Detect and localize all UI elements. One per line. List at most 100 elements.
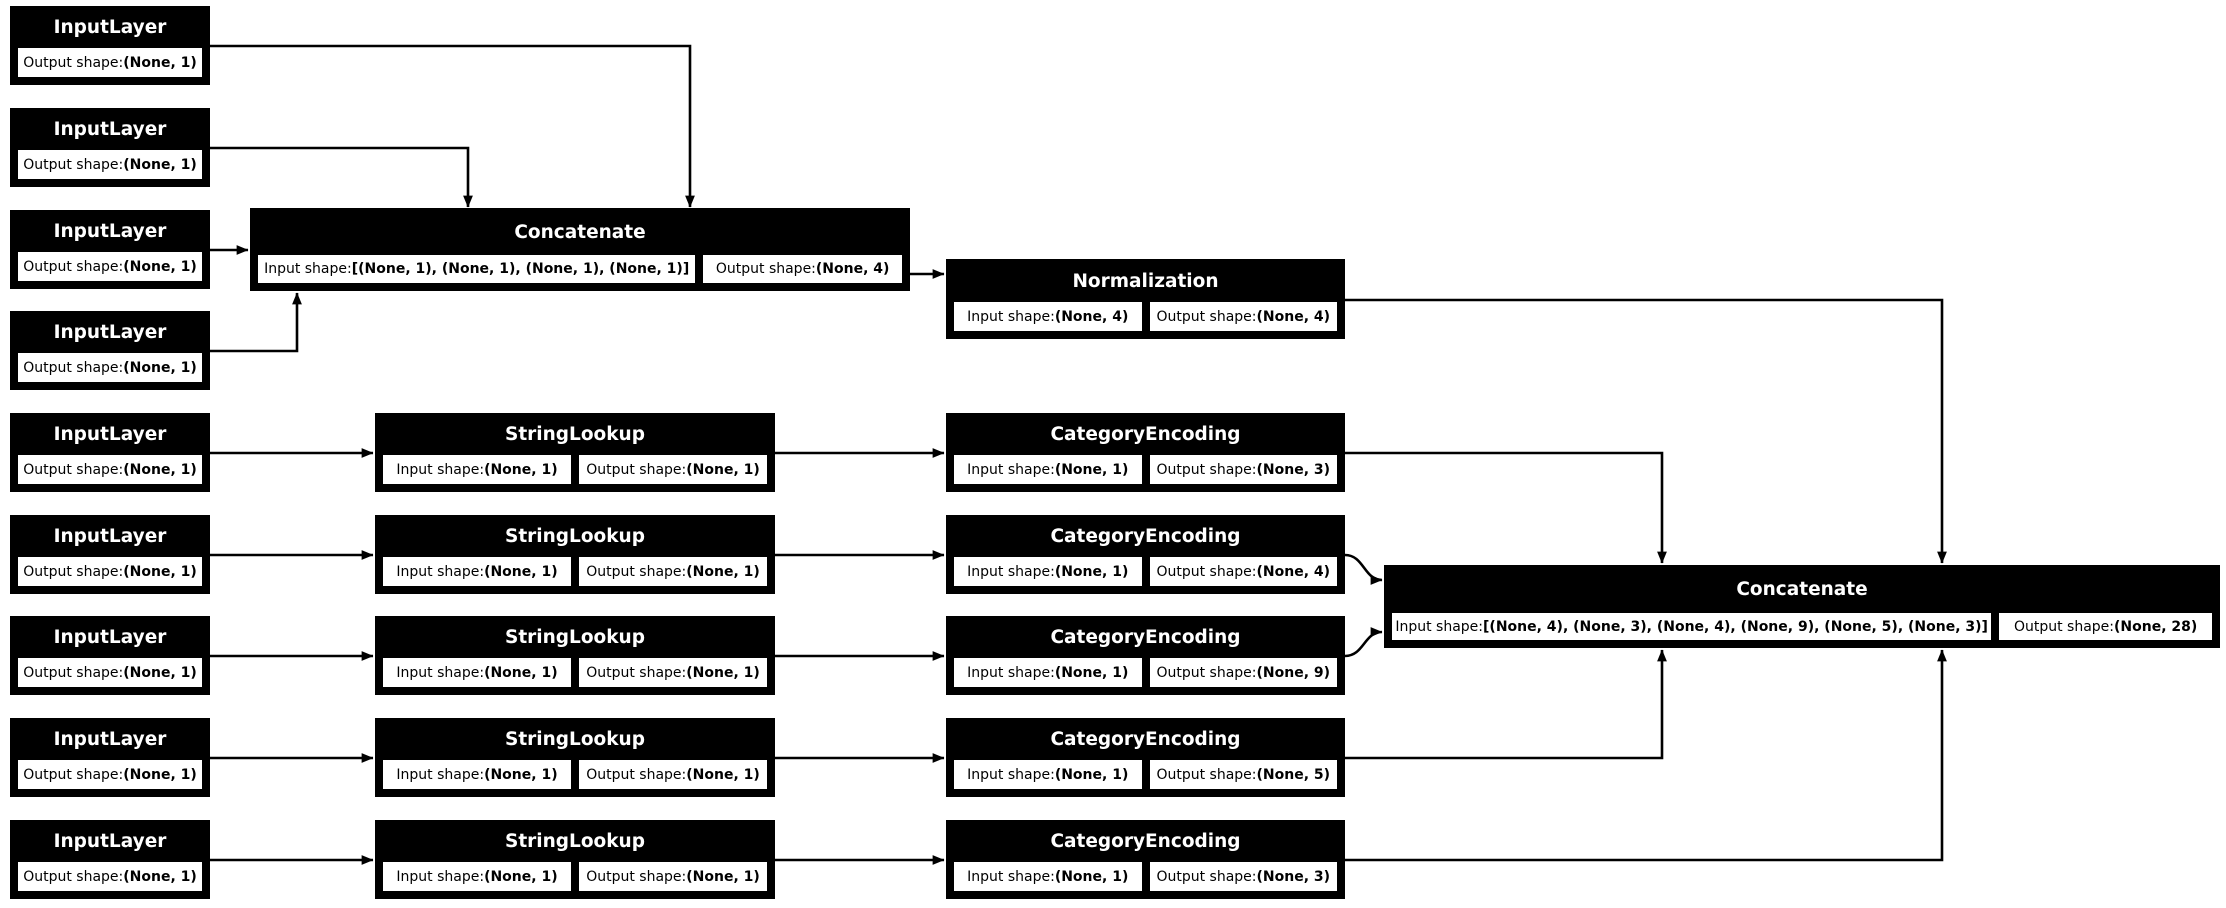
input-shape-label: Input shape: (264, 261, 352, 277)
input-shape-cell: Input shape: (None, 1) (381, 656, 573, 689)
layer-title: CategoryEncoding (949, 619, 1342, 656)
output-shape-cell: Output shape: (None, 1) (16, 351, 204, 384)
output-shape-label: Output shape: (1156, 766, 1257, 783)
output-shape-cell: Output shape: (None, 9) (1147, 656, 1339, 689)
layer-title: InputLayer (13, 9, 207, 46)
output-shape-value: (None, 28) (2114, 618, 2198, 635)
output-shape-label: Output shape: (23, 156, 124, 173)
edge-norm-to-concat2 (1345, 298, 1947, 564)
output-shape-cell: Output shape: (None, 1) (577, 758, 769, 791)
shape-row: Input shape: (None, 1) Output shape: (Non… (949, 860, 1342, 896)
output-shape-cell: Output shape: (None, 1) (16, 453, 204, 486)
shape-row: Input shape: (None, 1)Output shape: (Non… (378, 453, 772, 489)
input-shape-cell: Input shape: (None, 1) (952, 656, 1144, 689)
output-shape-cell: Output shape: (None, 28) (1997, 611, 2214, 642)
shape-row: Output shape: (None, 1) (13, 555, 207, 591)
output-shape-cell: Output shape: (None, 1) (16, 758, 204, 791)
shape-row: Output shape: (None, 1) (13, 351, 207, 387)
input-shape-label: Input shape: (967, 308, 1055, 325)
shape-row: Input shape: (None, 1)Output shape: (Non… (378, 758, 772, 794)
output-shape-label: Output shape: (23, 868, 124, 885)
layer-title: CategoryEncoding (949, 823, 1342, 860)
input-shape-label: Input shape: (396, 664, 485, 681)
shape-row: Input shape: [(None, 4), (None, 3), (Non… (1387, 611, 2217, 645)
input-shape-value: (None, 1) (1054, 664, 1129, 681)
edge-input2-to-concat1 (210, 146, 473, 208)
output-shape-value: (None, 9) (1256, 664, 1331, 681)
output-shape-cell: Output shape: (None, 4) (1147, 555, 1339, 588)
input-shape-cell: Input shape: (None, 1) (952, 453, 1144, 486)
input-shape-value: (None, 1) (484, 461, 558, 478)
shape-row: Output shape: (None, 1) (13, 860, 207, 896)
layer-title: InputLayer (13, 518, 207, 555)
output-shape-value: (None, 1) (123, 664, 197, 681)
edge-cat1-to-concat2 (1345, 451, 1667, 564)
output-shape-label: Output shape: (586, 766, 687, 783)
output-shape-label: Output shape: (1156, 308, 1257, 325)
layer-title: CategoryEncoding (949, 518, 1342, 555)
input-shape-value: [(None, 1), (None, 1), (None, 1), (None,… (351, 261, 690, 277)
output-shape-cell: Output shape: (None, 1) (16, 656, 204, 689)
output-shape-value: (None, 1) (686, 664, 760, 681)
input-shape-label: Input shape: (967, 868, 1055, 885)
layer-title: StringLookup (378, 823, 772, 860)
output-shape-label: Output shape: (23, 664, 124, 681)
output-shape-cell: Output shape: (None, 3) (1147, 860, 1339, 893)
shape-row: Output shape: (None, 1) (13, 250, 207, 286)
shape-row: Input shape: (None, 1) Output shape: (Non… (378, 555, 772, 591)
output-shape-cell: Output shape: (None, 4) (701, 253, 904, 285)
output-shape-value: (None, 1) (123, 766, 197, 783)
output-shape-cell: Output shape: (None, 1) (577, 453, 769, 486)
output-shape-cell: Output shape: (None, 1) (16, 46, 204, 79)
input-shape-cell: Input shape: (None, 1) (381, 555, 573, 588)
input-shape-cell: Input shape: (None, 1) (952, 555, 1144, 588)
output-shape-label: Output shape: (2013, 618, 2115, 635)
output-shape-label: Output shape: (586, 563, 687, 580)
layer-title: InputLayer (13, 111, 207, 148)
shape-row: Output shape: (None, 1) (13, 46, 207, 82)
input-shape-label: Input shape: (967, 664, 1055, 681)
edge-cat5-to-concat2 (1345, 649, 1947, 862)
output-shape-value: (None, 1) (123, 868, 197, 885)
input-shape-label: Input shape: (1395, 618, 1484, 635)
layer-title: Concatenate (253, 211, 907, 253)
output-shape-value: (None, 1) (686, 563, 760, 580)
layer-title: StringLookup (378, 518, 772, 555)
output-shape-value: (None, 1) (123, 156, 197, 173)
input-shape-value: (None, 1) (484, 868, 558, 885)
output-shape-value: (None, 1) (123, 461, 197, 478)
output-shape-cell: Output shape: (None, 1) (577, 860, 769, 893)
output-shape-label: Output shape: (715, 261, 816, 277)
output-shape-label: Output shape: (23, 359, 124, 376)
layer-title: InputLayer (13, 721, 207, 758)
output-shape-value: (None, 1) (123, 563, 197, 580)
shape-row: Input shape: (None, 4)Output shape: (Non… (949, 300, 1342, 336)
output-shape-value: (None, 5) (1256, 766, 1331, 783)
output-shape-label: Output shape: (23, 563, 124, 580)
input-shape-value: (None, 1) (484, 664, 558, 681)
edge-input1-to-concat1 (210, 44, 695, 208)
input-shape-value: (None, 1) (1054, 868, 1129, 885)
input-shape-label: Input shape: (967, 461, 1055, 478)
input-shape-value: (None, 1) (1054, 766, 1129, 783)
input-shape-cell: Input shape: (None, 1) (381, 453, 573, 486)
layer-title: StringLookup (378, 721, 772, 758)
shape-row: Output shape: (None, 1) (13, 758, 207, 794)
output-shape-label: Output shape: (586, 461, 687, 478)
input-shape-cell: Input shape: (None, 1) (381, 860, 573, 893)
shape-row: Input shape: (None, 1)Output shape: (Non… (949, 758, 1342, 794)
input-shape-value: (None, 1) (484, 563, 558, 580)
